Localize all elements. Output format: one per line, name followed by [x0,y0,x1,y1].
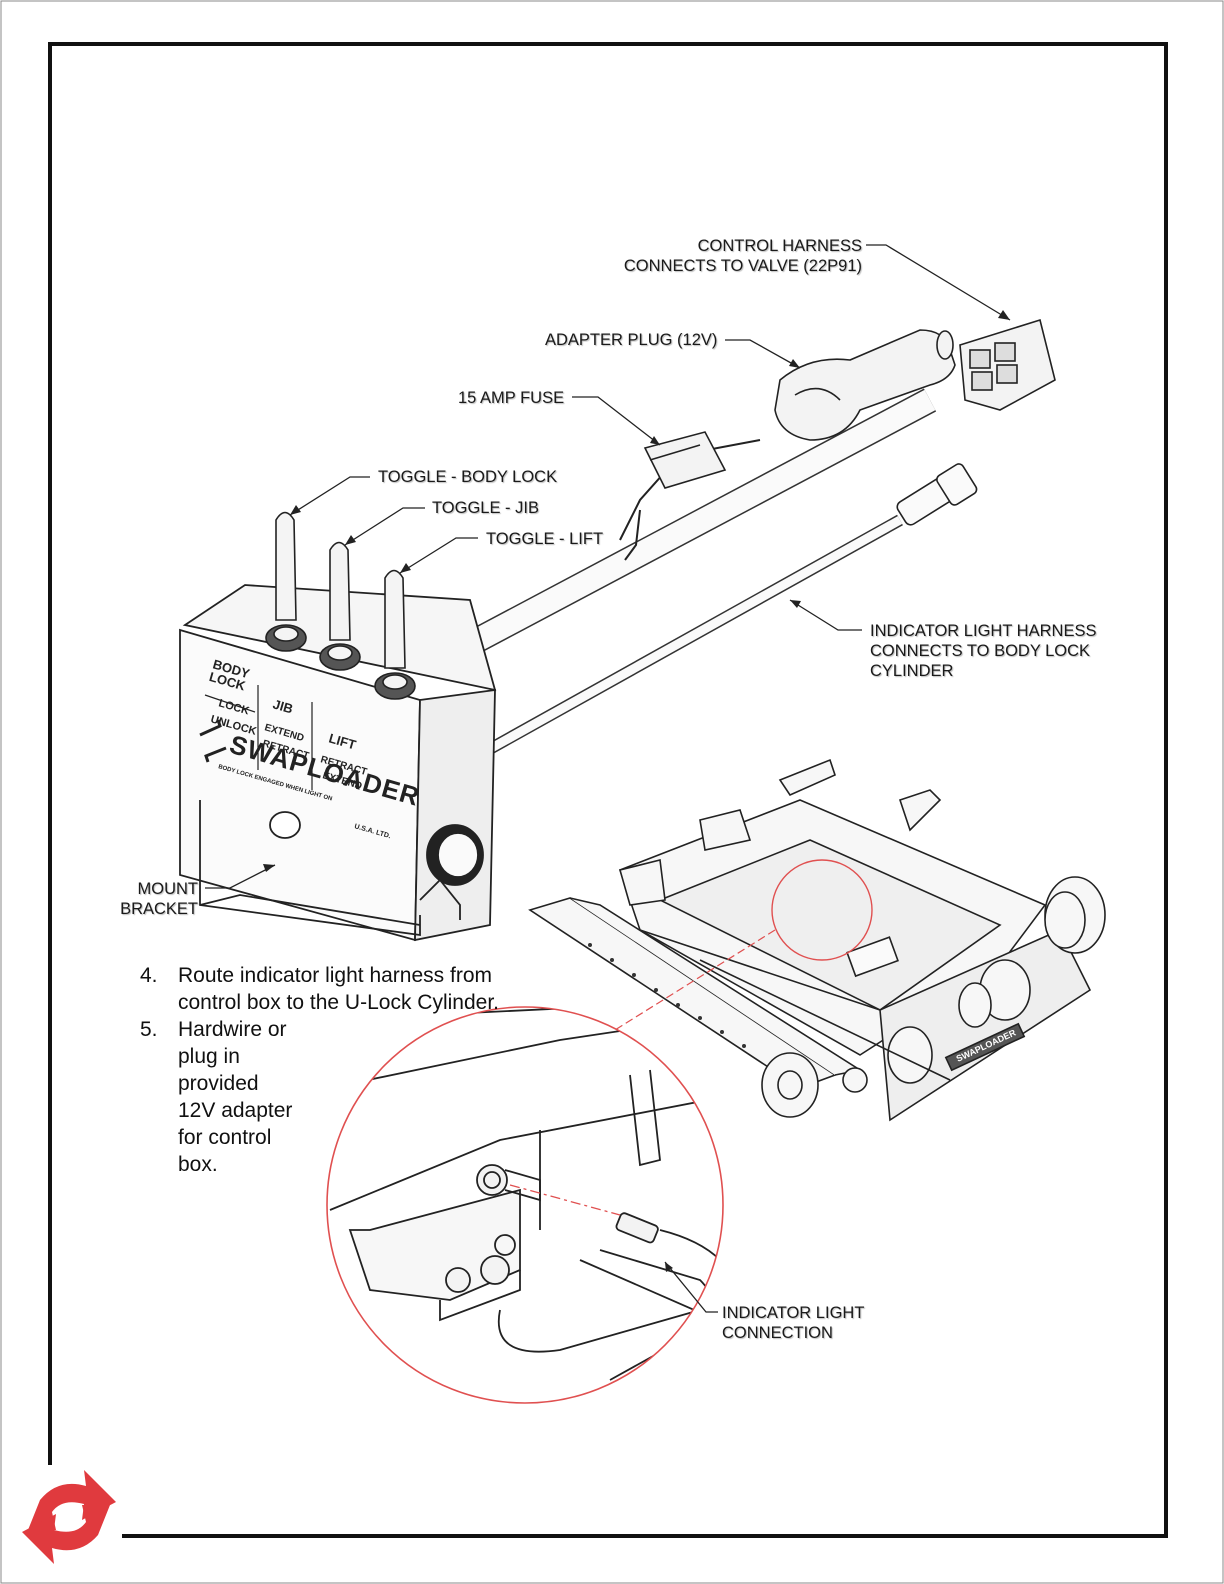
leader-control-harness [866,244,1011,321]
toggle-jib-switch [319,541,361,671]
instruction-step: 5. Hardwire or plug in provided 12V adap… [140,1016,520,1178]
leader-indicator-connection [664,1261,718,1313]
indicator-light-lens [269,811,301,839]
label-control-harness: CONTROL HARNESS CONNECTS TO VALVE (22P91… [623,237,862,275]
toggle-body-lock-switch [265,511,307,652]
fuse-15-amp [643,431,727,489]
label-toggle-body-lock: TOGGLE - BODY LOCK [378,468,558,486]
label-indicator-connection: INDICATOR LIGHT CONNECTION [722,1304,865,1342]
label-adapter-plug: ADAPTER PLUG (12V) [545,331,718,349]
step-text: Route indicator light harness from contr… [178,964,499,1014]
body-lock-frame [528,758,1106,1122]
control-harness-connector [959,318,1056,411]
leader-mount-bracket [205,864,276,889]
step-number: 5. [140,1018,158,1041]
leader-fuse [572,396,661,446]
rail-holes [588,943,746,1048]
step-text: Hardwire or plug in provided 12V adapter… [178,1018,293,1176]
toggle-lift-switch [374,569,416,700]
face-jib: JIB [271,696,295,716]
instruction-list: 4. Route indicator light harness from co… [140,962,520,1178]
leader-arrowheads [263,310,1010,1272]
leader-adapter-plug [725,339,801,369]
leader-lines [205,244,1011,1313]
leader-indicator-harness [789,599,862,631]
detail-marker-leader [614,929,776,1031]
leader-toggle-jib [344,507,425,546]
leader-toggle-lift [399,537,478,574]
indicator-harness-connector [896,463,978,526]
cables [433,388,978,766]
label-indicator-harness: INDICATOR LIGHT HARNESS CONNECTS TO BODY… [870,622,1097,680]
step-number: 4. [140,964,158,987]
page-inner-frame [48,42,1168,1538]
face-logo-icon [199,719,227,763]
instruction-step: 4. Route indicator light harness from co… [140,962,520,1016]
face-lift: LIFT [327,730,358,752]
label-mount-bracket: MOUNT BRACKET [120,880,198,918]
label-fuse: 15 AMP FUSE [458,389,565,407]
label-toggle-jib: TOGGLE - JIB [432,499,539,517]
swaploader-logo-icon [22,1470,116,1564]
toggle-switches [265,511,416,700]
mount-bracket [199,800,461,937]
adapter-plug-12v [774,329,956,441]
leader-toggle-body-lock [289,476,370,516]
detail-marker-circle [771,859,873,961]
label-toggle-lift: TOGGLE - LIFT [486,530,604,548]
